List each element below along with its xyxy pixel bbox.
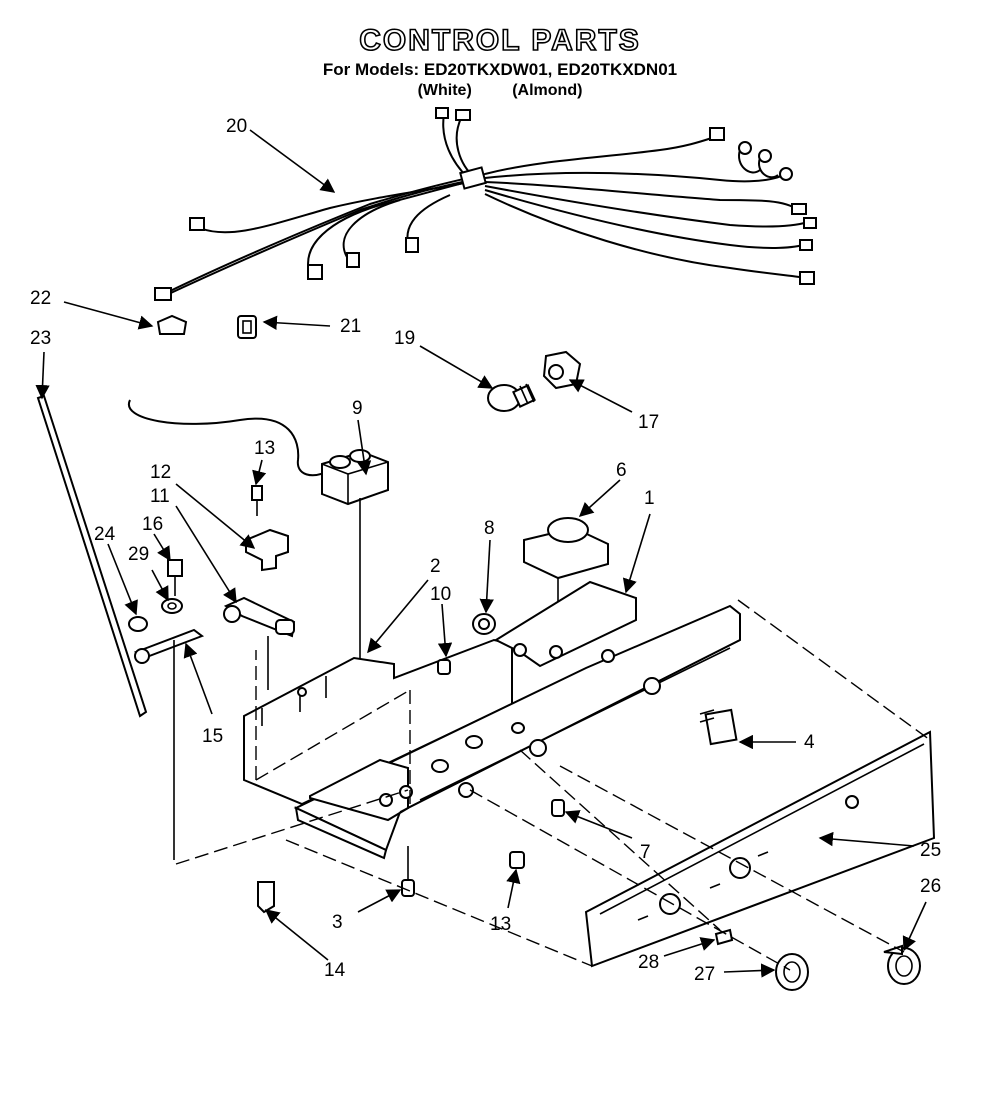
switch-4 bbox=[699, 708, 738, 746]
alignment-lines bbox=[175, 599, 931, 971]
label-23: 23 bbox=[30, 328, 51, 349]
screw-7 bbox=[551, 799, 565, 817]
clip-14 bbox=[257, 881, 275, 914]
knob-27 bbox=[775, 953, 809, 991]
label-13b: 13 bbox=[490, 914, 511, 935]
label-16: 16 bbox=[142, 514, 163, 535]
screw-3 bbox=[401, 846, 415, 897]
label-24: 24 bbox=[94, 524, 116, 545]
label-28: 28 bbox=[638, 952, 659, 973]
light-bulb bbox=[487, 383, 536, 412]
leader-arrows bbox=[35, 129, 927, 978]
label-3: 3 bbox=[332, 912, 343, 933]
screw-16 bbox=[167, 559, 183, 596]
label-10: 10 bbox=[430, 584, 451, 605]
label-11: 11 bbox=[150, 486, 170, 507]
label-29: 29 bbox=[128, 544, 149, 565]
cold-control bbox=[127, 399, 389, 690]
label-9: 9 bbox=[352, 398, 363, 419]
label-4: 4 bbox=[804, 732, 815, 753]
label-8: 8 bbox=[484, 518, 495, 539]
screw-13-top bbox=[251, 485, 263, 516]
lamp-socket bbox=[542, 350, 582, 390]
part-labels: 20 22 21 23 19 17 9 13 12 11 6 16 8 1 24… bbox=[30, 116, 941, 985]
label-15: 15 bbox=[202, 726, 223, 747]
clip-22 bbox=[156, 314, 188, 335]
grommet-8 bbox=[472, 613, 496, 635]
screw-10 bbox=[437, 659, 451, 675]
models-line: For Models: ED20TKXDW01, ED20TKXDN01 bbox=[322, 60, 678, 79]
label-27: 27 bbox=[694, 964, 715, 985]
label-14: 14 bbox=[324, 960, 346, 981]
screw-13-bottom bbox=[509, 851, 525, 869]
label-12: 12 bbox=[150, 462, 171, 483]
label-13a: 13 bbox=[254, 438, 275, 459]
clip-21 bbox=[237, 315, 257, 339]
bracket-12 bbox=[245, 528, 289, 572]
pointer-28 bbox=[714, 928, 734, 946]
control-panel-25 bbox=[584, 730, 936, 968]
label-2: 2 bbox=[430, 556, 441, 577]
damper-control-11 bbox=[223, 596, 296, 690]
label-6: 6 bbox=[616, 460, 627, 481]
color-almond: (Almond) bbox=[512, 82, 583, 99]
label-17: 17 bbox=[638, 412, 659, 433]
color-line: (White) (Almond) bbox=[0, 82, 1000, 100]
defrost-timer bbox=[523, 517, 609, 650]
diagram-title: CONTROL PARTS bbox=[358, 23, 641, 58]
wiring-harness bbox=[154, 107, 817, 301]
color-white: (White) bbox=[417, 82, 472, 99]
label-7: 7 bbox=[640, 842, 651, 863]
label-19: 19 bbox=[394, 328, 415, 349]
control-housing bbox=[293, 580, 741, 860]
label-21: 21 bbox=[340, 316, 361, 337]
label-25: 25 bbox=[920, 840, 941, 861]
washer-29 bbox=[161, 598, 183, 614]
label-1: 1 bbox=[644, 488, 655, 509]
nut-24 bbox=[128, 616, 148, 632]
label-20: 20 bbox=[226, 116, 247, 137]
label-26: 26 bbox=[920, 876, 941, 897]
label-22: 22 bbox=[30, 288, 51, 309]
lever-15 bbox=[133, 628, 205, 860]
